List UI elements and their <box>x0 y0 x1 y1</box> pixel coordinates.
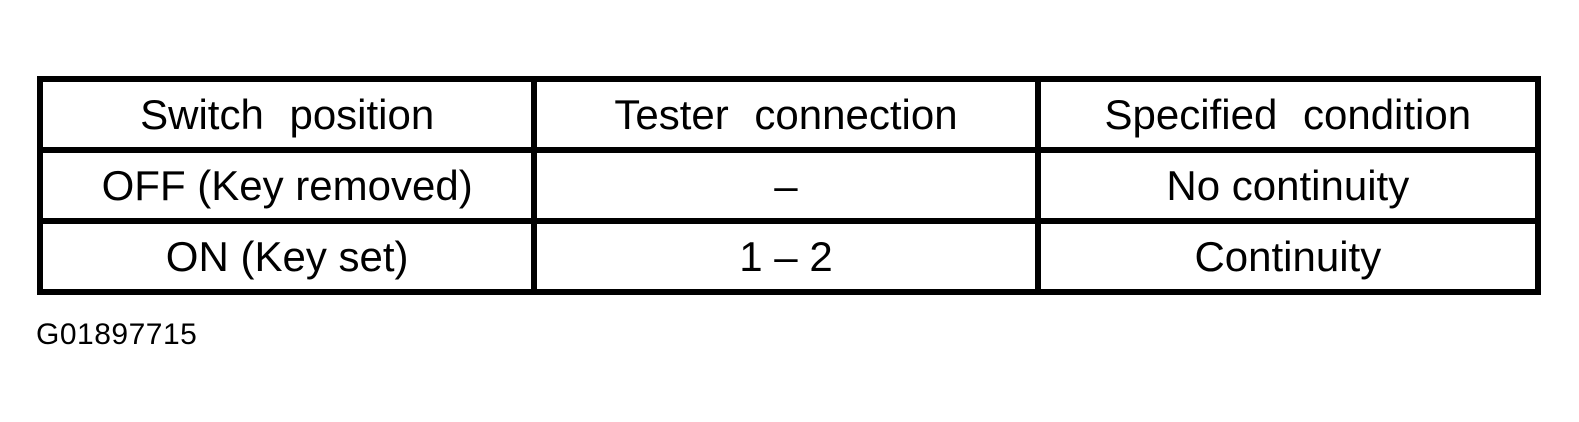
table-header-row: Switch position Tester connection Specif… <box>36 76 1542 153</box>
table-row-off: OFF (Key removed) – No continuity <box>36 147 1542 224</box>
table-row-on: ON (Key set) 1 – 2 Continuity <box>36 218 1542 295</box>
cell-tester-connection: 1 – 2 <box>531 218 1041 295</box>
continuity-spec-table: Switch position Tester connection Specif… <box>36 76 1542 295</box>
cell-switch-position: ON (Key set) <box>36 218 538 295</box>
header-tester-connection: Tester connection <box>531 76 1041 153</box>
cell-tester-connection: – <box>531 147 1041 224</box>
header-specified-condition: Specified condition <box>1034 76 1542 153</box>
cell-specified-condition: Continuity <box>1034 218 1542 295</box>
header-switch-position: Switch position <box>36 76 538 153</box>
cell-specified-condition: No continuity <box>1034 147 1542 224</box>
figure-id-caption: G01897715 <box>36 318 198 351</box>
cell-switch-position: OFF (Key removed) <box>36 147 538 224</box>
